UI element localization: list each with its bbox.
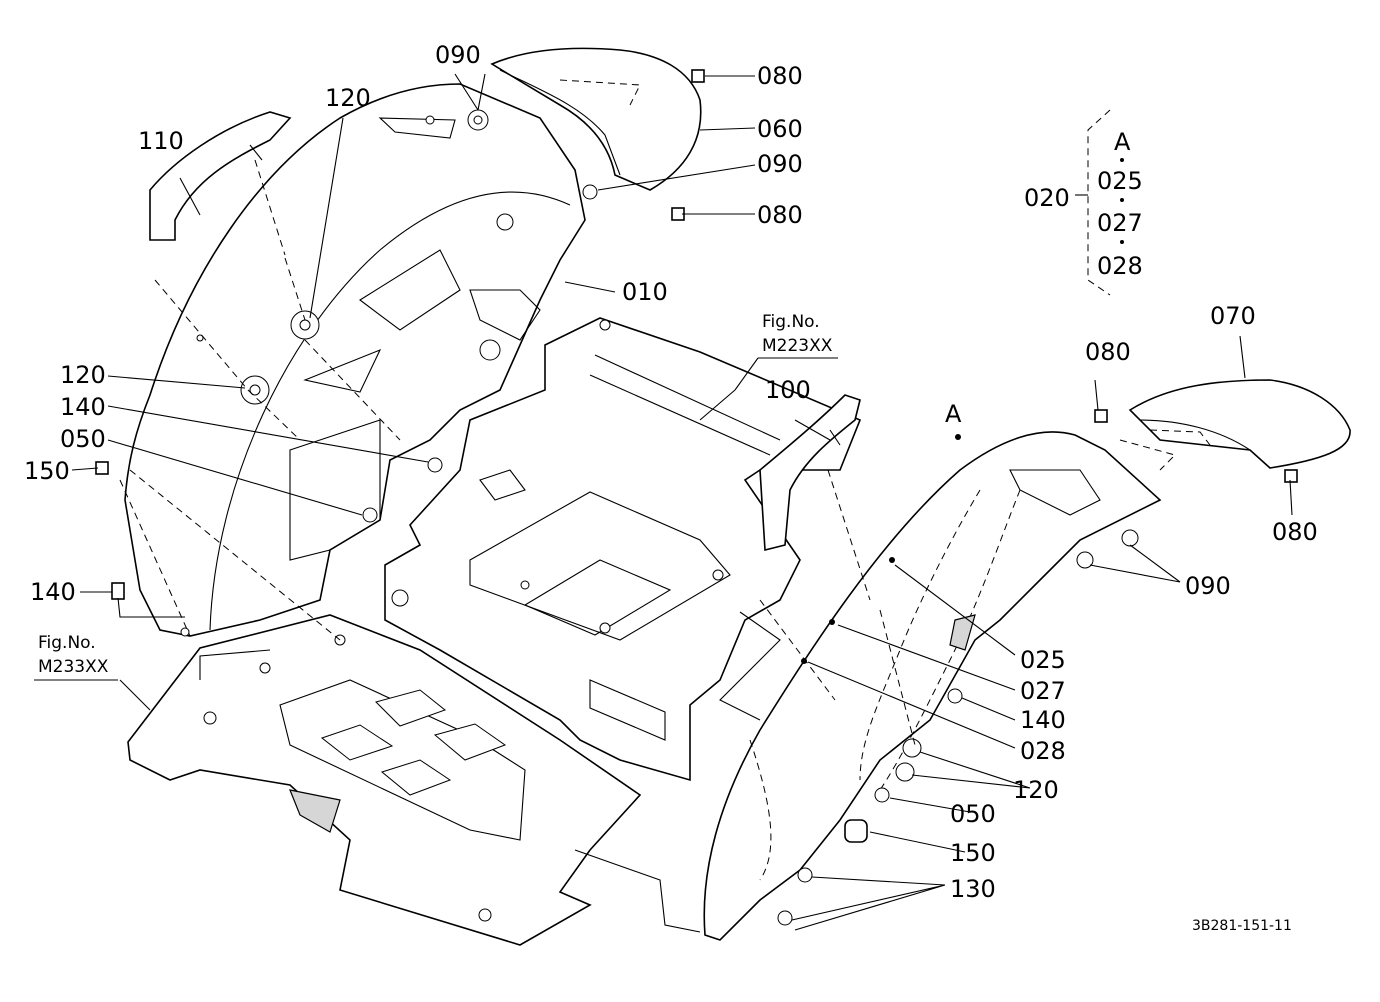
label-150-right: 150 xyxy=(950,839,996,867)
label-110: 110 xyxy=(138,127,184,155)
label-100: 100 xyxy=(765,376,811,404)
fig-ref-1-title: Fig.No. xyxy=(762,312,820,332)
leader-lines xyxy=(71,73,1293,933)
handle-110 xyxy=(149,111,292,241)
figure-refs: Fig.No. M223XX Fig.No. M233XX xyxy=(34,312,838,681)
right-fender xyxy=(703,431,1162,941)
label-060: 060 xyxy=(757,115,803,143)
label-025-list: 025 xyxy=(1097,167,1143,195)
label-140-left: 140 xyxy=(60,393,106,421)
fig-ref-1-code: M223XX xyxy=(762,336,833,356)
label-120-right: 120 xyxy=(1013,776,1059,804)
label-080-top: 080 xyxy=(757,62,803,90)
floor-plate xyxy=(127,614,642,946)
label-120-top: 120 xyxy=(325,84,371,112)
label-020: 020 xyxy=(1024,184,1070,212)
label-150-left: 150 xyxy=(24,457,70,485)
fig-ref-2-code: M233XX xyxy=(38,657,109,677)
label-025: 025 xyxy=(1020,646,1066,674)
label-027-list: 027 xyxy=(1097,209,1143,237)
part-labels: 090 080 060 090 080 010 120 110 120 140 … xyxy=(24,41,1318,903)
fig-ref-2-title: Fig.No. xyxy=(38,633,96,653)
label-140-lower: 140 xyxy=(30,578,76,606)
drawing-code: 3B281-151-11 xyxy=(1192,918,1292,934)
label-050-left: 050 xyxy=(60,425,106,453)
label-028: 028 xyxy=(1020,737,1066,765)
label-027: 027 xyxy=(1020,677,1066,705)
label-120-left: 120 xyxy=(60,361,106,389)
label-a-list: A xyxy=(1114,128,1131,156)
deck-frame xyxy=(384,317,862,782)
label-140-right: 140 xyxy=(1020,706,1066,734)
label-010: 010 xyxy=(622,278,668,306)
label-070: 070 xyxy=(1210,302,1256,330)
hardware xyxy=(95,69,1298,926)
handle-100 xyxy=(759,394,861,552)
label-090-right: 090 xyxy=(1185,572,1231,600)
label-080-right-bottom: 080 xyxy=(1272,518,1318,546)
label-080-right-top: 080 xyxy=(1085,338,1131,366)
cover-060 xyxy=(490,47,702,191)
label-130: 130 xyxy=(950,875,996,903)
cover-070 xyxy=(1128,379,1351,469)
label-090-top: 090 xyxy=(435,41,481,69)
label-090-mid: 090 xyxy=(757,150,803,178)
label-a-fender: A xyxy=(945,400,962,428)
left-fender xyxy=(124,83,586,637)
label-080-mid: 080 xyxy=(757,201,803,229)
label-050-right: 050 xyxy=(950,800,996,828)
label-028-list: 028 xyxy=(1097,252,1143,280)
